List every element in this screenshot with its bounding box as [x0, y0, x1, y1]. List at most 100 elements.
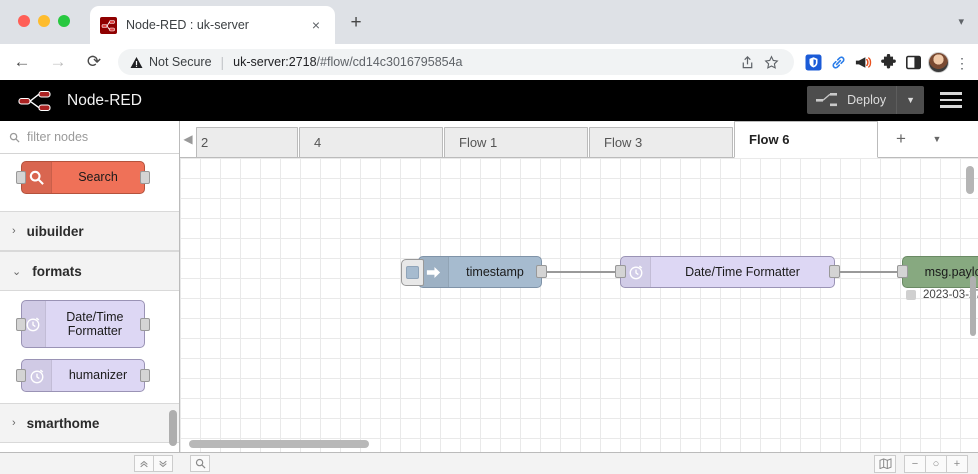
- share-icon[interactable]: [736, 51, 758, 73]
- triangle-left-icon[interactable]: ◀: [183, 131, 193, 146]
- palette-node-search[interactable]: Search: [16, 161, 150, 194]
- add-flow-button[interactable]: +: [896, 128, 906, 148]
- node-input-port: [16, 171, 26, 184]
- node-output-port: [536, 265, 547, 278]
- status-dot-icon: [906, 290, 916, 300]
- url-text: uk-server:2718/#flow/cd14c3016795854a: [233, 55, 462, 69]
- flow-tab-label: 4: [314, 135, 322, 150]
- flow-node-debug[interactable]: msg.payload: [897, 256, 978, 288]
- node-palette: filter nodes Search › uibuilder: [0, 121, 180, 452]
- forward-button[interactable]: →: [49, 52, 67, 71]
- deploy-label: Deploy: [847, 93, 887, 107]
- palette-top-section: Search: [0, 154, 179, 211]
- flow-canvas[interactable]: timestamp Date/Time Formatter msg.payloa…: [180, 158, 978, 452]
- back-button[interactable]: ←: [13, 52, 31, 71]
- node-input-port: [897, 265, 908, 278]
- palette-group-label: uibuilder: [26, 223, 84, 239]
- chevron-down-icon: ⌄: [12, 265, 22, 278]
- flow-tab-label: Flow 6: [749, 132, 790, 147]
- flow-menu-chevron-down-icon[interactable]: ▼: [932, 133, 942, 144]
- puzzle-icon[interactable]: [877, 51, 899, 73]
- zoom-in-button[interactable]: +: [946, 454, 968, 473]
- address-bar[interactable]: Not Secure | uk-server:2718/#flow/cd14c3…: [118, 49, 794, 75]
- canvas-vertical-scrollbar[interactable]: [966, 166, 974, 194]
- node-red-title: Node-RED: [67, 91, 142, 109]
- arrow-right-icon: [419, 257, 449, 287]
- clock-icon: [621, 257, 651, 287]
- palette-group-formats-items: Date/Time Formatter humanizer: [0, 291, 179, 403]
- collapse-all-icon[interactable]: [134, 455, 154, 472]
- canvas-horizontal-scrollbar[interactable]: [189, 440, 369, 448]
- avatar[interactable]: [927, 51, 949, 73]
- wire-formatter-to-debug: [835, 271, 903, 273]
- minimize-window-button[interactable]: [38, 15, 50, 27]
- flow-tab-2[interactable]: 2: [196, 127, 298, 157]
- flow-tab-bar: ◀ 2 4 Flow 1 Flow 3 Flow 6 + ▼: [180, 121, 978, 158]
- warning-triangle-icon: [130, 56, 143, 68]
- zoom-reset-button[interactable]: ○: [925, 454, 947, 473]
- node-output-port: [140, 318, 150, 331]
- chevron-down-icon[interactable]: ▼: [896, 86, 924, 114]
- palette-group-formats[interactable]: ⌄ formats: [0, 251, 179, 291]
- search-icon: [9, 132, 20, 143]
- omnibox-actions: [736, 51, 782, 73]
- chevron-down-icon[interactable]: ▾: [958, 16, 964, 28]
- browser-tab-strip: Node-RED : uk-server × + ▾: [0, 0, 978, 44]
- palette-group-smarthome[interactable]: › smarthome: [0, 403, 179, 443]
- flow-node-inject[interactable]: timestamp: [401, 256, 547, 288]
- node-red-header: Node-RED Deploy ▼: [0, 80, 978, 121]
- magnifier-icon: [22, 162, 52, 193]
- status-footer: − ○ +: [0, 452, 978, 474]
- flow-tab-label: 2: [201, 135, 209, 150]
- palette-group-uibuilder[interactable]: › uibuilder: [0, 211, 179, 251]
- debug-status-text: 2023-03-27T10:12:46.986Z: [923, 289, 978, 301]
- wire-inject-to-formatter: [540, 271, 620, 273]
- footer-left-buttons: [134, 455, 173, 472]
- palette-group-label: smarthome: [26, 415, 100, 431]
- reload-button[interactable]: ⟳: [86, 52, 102, 71]
- browser-tab[interactable]: Node-RED : uk-server ×: [90, 6, 335, 44]
- megaphone-icon[interactable]: [852, 51, 874, 73]
- palette-scrollbar[interactable]: [169, 410, 177, 446]
- url-host: uk-server:2718: [233, 55, 317, 69]
- flow-tab-flow-3[interactable]: Flow 3: [589, 127, 733, 157]
- palette-filter-input[interactable]: filter nodes: [0, 121, 179, 154]
- flow-tab-flow-1[interactable]: Flow 1: [444, 127, 588, 157]
- search-icon[interactable]: [190, 455, 210, 472]
- node-output-port: [140, 171, 150, 184]
- palette-node-datetime-formatter[interactable]: Date/Time Formatter: [16, 300, 150, 348]
- flow-node-datetime-formatter[interactable]: Date/Time Formatter: [615, 256, 840, 288]
- palette-group-label: formats: [32, 263, 82, 279]
- footer-right-buttons: − ○ +: [874, 454, 968, 473]
- window-controls[interactable]: [18, 15, 70, 27]
- flow-tab-4[interactable]: 4: [299, 127, 443, 157]
- shield-icon[interactable]: [802, 51, 824, 73]
- link-icon[interactable]: [827, 51, 849, 73]
- sidepanel-icon[interactable]: [902, 51, 924, 73]
- node-input-port: [615, 265, 626, 278]
- zoom-out-button[interactable]: −: [904, 454, 926, 473]
- palette-node-humanizer[interactable]: humanizer: [16, 359, 150, 392]
- palette-node-label: Date/Time Formatter: [66, 309, 124, 338]
- new-tab-button[interactable]: +: [350, 12, 362, 33]
- hamburger-menu-icon[interactable]: [940, 92, 962, 112]
- expand-all-icon[interactable]: [153, 455, 173, 472]
- kebab-menu-icon[interactable]: ⋮: [955, 55, 969, 71]
- footer-search-group: [190, 455, 210, 472]
- inject-trigger-button[interactable]: [401, 259, 424, 286]
- star-icon[interactable]: [760, 51, 782, 73]
- node-red-favicon-icon: [100, 16, 117, 34]
- flow-tab-label: Flow 3: [604, 135, 643, 150]
- deploy-button[interactable]: Deploy ▼: [807, 86, 924, 114]
- canvas-inner-scrollbar[interactable]: [970, 276, 976, 336]
- node-input-port: [16, 318, 26, 331]
- close-window-button[interactable]: [18, 15, 30, 27]
- security-status[interactable]: Not Secure: [130, 55, 212, 69]
- node-input-port: [16, 369, 26, 382]
- map-icon[interactable]: [874, 454, 896, 473]
- maximize-window-button[interactable]: [58, 15, 70, 27]
- flow-tab-flow-6[interactable]: Flow 6: [734, 121, 878, 158]
- node-red-logo: Node-RED: [18, 90, 142, 112]
- palette-body: Search › uibuilder ⌄ formats: [0, 154, 179, 452]
- close-tab-button[interactable]: ×: [311, 17, 321, 33]
